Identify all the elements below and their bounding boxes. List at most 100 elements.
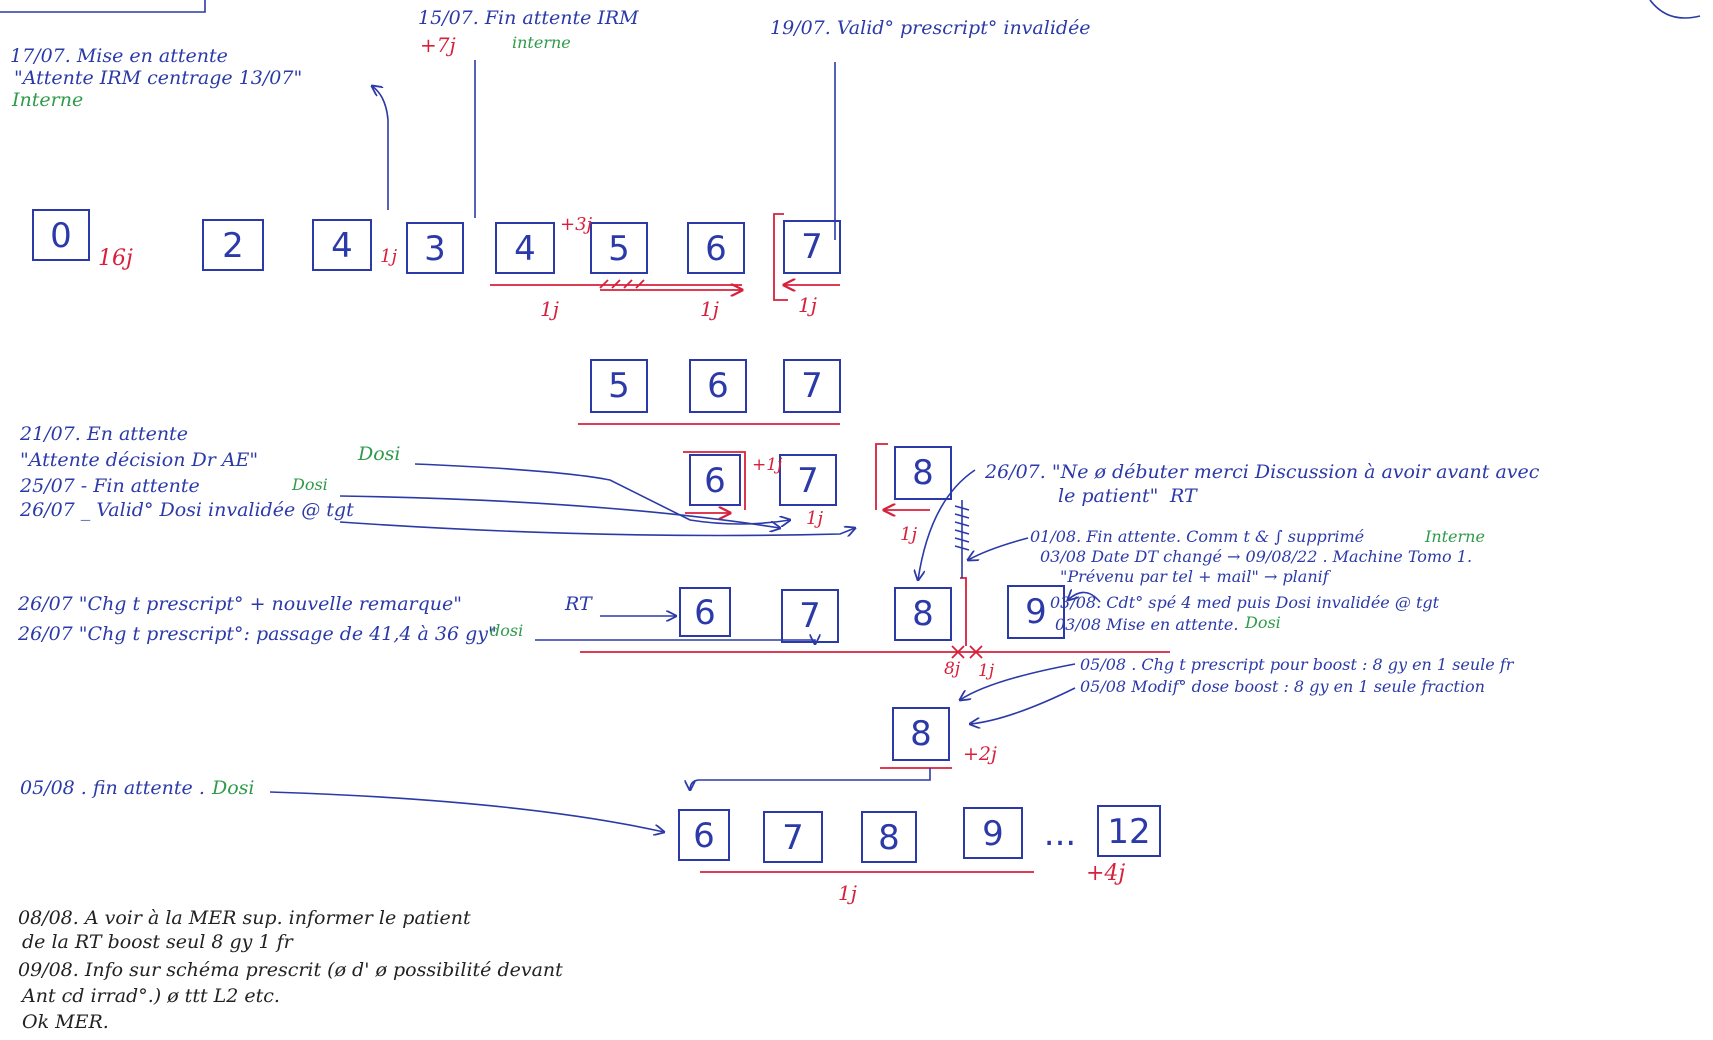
note-26-07-dosi: dosi [490,621,523,640]
row5-box-8: 8 [892,707,950,761]
row4-box-7: 7 [781,589,839,643]
duration-plus1j: +1j [752,455,783,475]
svg-text:3: 3 [424,229,446,269]
row1-box-0: 0 [32,209,90,261]
row1-box-7: 7 [783,220,841,274]
arrow-05-08-chg [960,663,1076,700]
svg-text:7: 7 [797,461,819,501]
row2-box-6: 6 [689,359,747,413]
note-19-07: 19/07. Valid° prescript° invalidée [770,17,1091,39]
arrow-26-07-ne-debuter [918,469,976,580]
note-17-07-line1: 17/07. Mise en attente [10,45,228,67]
note-21-07-tag: Dosi [357,443,401,465]
duration-1j-f: 1j [806,508,823,529]
corner-box-fragment [0,0,206,13]
note-03-08-tag: Dosi [1244,613,1281,632]
note-03-08-cdt: 03/08. Cdt° spé 4 med puis Dosi invalidé… [1050,593,1440,612]
arrow-03-08-cdt [1068,592,1101,603]
svg-text:8: 8 [912,453,934,493]
row1-box-4b: 4 [495,222,555,274]
row6-box-8: 8 [861,811,917,863]
svg-text:7: 7 [801,227,823,267]
note-15-07-line1: 15/07. Fin attente IRM [418,7,639,29]
row1-box-6: 6 [687,222,745,274]
note-09-08-line2: Ant cd irrad°.) ø ttt L2 etc. [20,985,280,1007]
svg-text:6: 6 [693,816,715,856]
svg-text:2: 2 [222,226,244,266]
svg-text:6: 6 [704,461,726,501]
row6-box-6: 6 [678,809,730,861]
svg-text:12: 12 [1107,812,1150,852]
duration-plus7j: +7j [420,33,456,57]
note-26-07-valid: 26/07 _ Valid° Dosi invalidée @ tgt [19,499,354,521]
svg-text:9: 9 [1025,592,1047,632]
duration-1j-d: 1j [798,293,817,317]
svg-text:8: 8 [912,594,934,634]
arrow-26-07-valid [339,521,855,536]
circle-fragment [1649,0,1701,19]
duration-1j-a: 1j [380,246,397,267]
row3-bracket-b [875,443,888,510]
row6-box-12: 12 [1097,805,1161,857]
duration-plus3j: +3j [560,214,593,235]
svg-text:5: 5 [608,366,630,406]
note-03-08-date-line1: 03/08 Date DT changé → 09/08/22 . Machin… [1040,547,1472,566]
note-08-08-line1: 08/08. A voir à la MER sup. informer le … [18,907,471,929]
arrow-05-08-fin-attente [269,791,664,832]
note-15-07-line2: interne [512,33,571,52]
row6-box-7: 7 [763,811,823,863]
duration-1j-i: 1j [838,881,857,905]
row1-bracket [773,213,788,301]
row6-ellipsis: ... [1044,814,1076,854]
row4-bracket [960,577,967,646]
svg-text:9: 9 [982,814,1004,854]
duration-1j-c: 1j [700,297,719,321]
row3-box-8: 8 [894,446,952,500]
row4-box-9: 9 [1007,585,1065,639]
note-05-08-fin-attente-tag: Dosi [211,777,255,799]
arrow-01-08 [968,537,1029,560]
note-05-08-modif: 05/08 Modif° dose boost : 8 gy en 1 seul… [1080,677,1485,696]
note-05-08-fin-attente: 05/08 . fin attente . [20,777,205,799]
note-05-08-chg: 05/08 . Chg t prescript pour boost : 8 g… [1080,655,1515,674]
row2-box-7: 7 [783,359,841,413]
svg-text:5: 5 [608,229,630,269]
arrow-26-07-passage [535,640,815,644]
row4-box-6: 6 [679,587,731,637]
note-26-07-ne-debuter-line2: le patient" [1058,485,1158,507]
arrow-row5-to-row6 [690,768,931,790]
svg-text:8: 8 [910,714,932,754]
row6-box-9: 9 [963,807,1023,859]
duration-1j-h: 1j [978,661,995,681]
row4-cross-marks [951,645,983,659]
row3-bracket-a [683,451,746,510]
note-17-07-line2: "Attente IRM centrage 13/07" [14,67,302,89]
svg-text:6: 6 [694,593,716,633]
arrow-25-07 [339,495,780,528]
duration-plus2j: +2j [963,743,997,765]
row1-box-2: 2 [202,219,264,271]
row1-box-4a: 4 [312,219,372,271]
note-17-07-line3: Interne [11,89,83,111]
note-26-07-passage: 26/07 "Chg t prescript°: passage de 41,4… [17,623,497,645]
note-03-08-attente: 03/08 Mise en attente. [1055,615,1238,634]
note-26-07-ne-debuter-line1: 26/07. "Ne ø débuter merci Discussion à … [984,461,1540,483]
note-03-08-date-line2: "Prévenu par tel + mail" → planif [1060,567,1332,586]
row1-box-3: 3 [406,222,464,274]
duration-plus4j: +4j [1086,861,1125,886]
note-26-07-ne-debuter-rt: RT [1169,485,1198,507]
arrow-17-07 [372,86,389,210]
duration-1j-b: 1j [540,297,559,321]
note-01-08-tag: Interne [1424,527,1485,546]
arrow-21-07 [414,463,790,524]
row3-box-7: 7 [779,454,837,506]
note-09-08-line1: 09/08. Info sur schéma prescrit (ø d' ø … [18,959,563,981]
note-26-07-rt: RT [564,593,593,615]
arrow-05-08-modif [970,687,1076,724]
svg-text:4: 4 [331,226,353,266]
svg-text:7: 7 [801,366,823,406]
duration-1j-g: 1j [900,524,917,545]
svg-text:7: 7 [799,596,821,636]
svg-text:6: 6 [705,229,727,269]
